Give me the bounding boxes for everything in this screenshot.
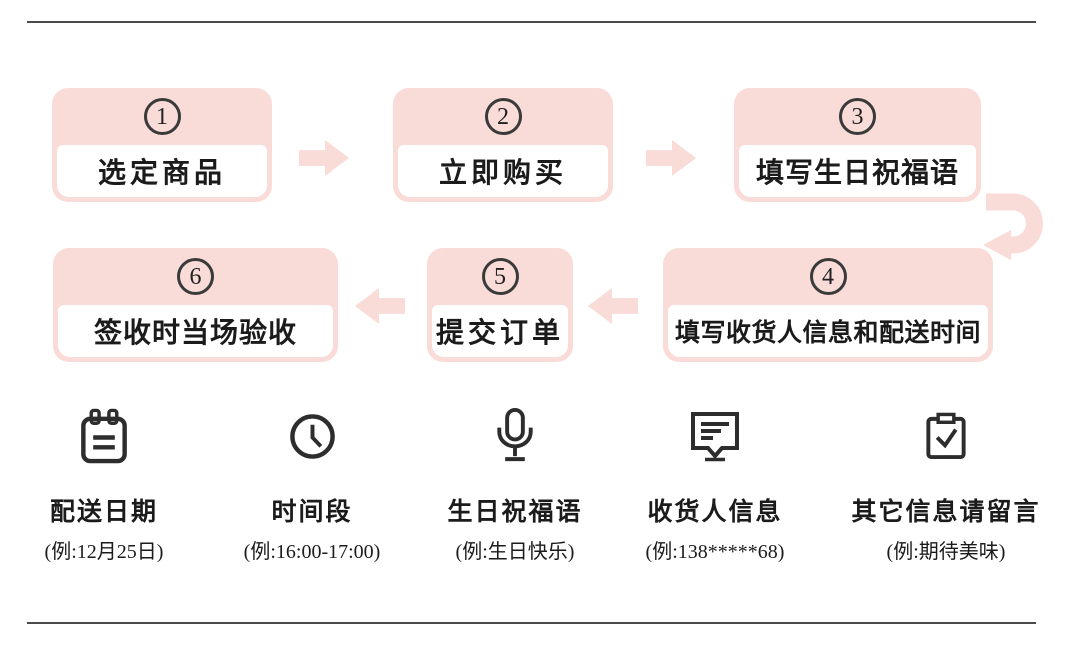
top-divider [27, 21, 1036, 23]
legend-item-birthday-greeting: 生日祝福语 (例:生日快乐) [417, 404, 613, 564]
legend-example: (例:138*****68) [645, 541, 785, 563]
step-header: 1 [52, 88, 272, 145]
flow-step-5: 5 提交订单 [427, 248, 573, 362]
legend-item-time-slot: 时间段 (例:16:00-17:00) [212, 404, 412, 564]
clipboard-check-icon [924, 404, 968, 468]
step-label: 立即购买 [398, 145, 608, 197]
step-label: 填写生日祝福语 [739, 145, 976, 197]
calendar-icon [79, 404, 129, 468]
step-number-badge: 4 [809, 258, 847, 295]
step-header: 5 [427, 248, 573, 305]
bottom-divider [27, 622, 1036, 624]
step-label: 填写收货人信息和配送时间 [668, 305, 988, 357]
flow-step-6: 6 签收时当场验收 [53, 248, 338, 362]
legend-label: 时间段 [271, 499, 353, 526]
step-label: 选定商品 [57, 145, 267, 197]
flow-step-3: 3 填写生日祝福语 [734, 88, 981, 202]
arrow-right-icon [646, 140, 696, 176]
step-number-badge: 5 [481, 258, 519, 295]
step-number-badge: 6 [177, 258, 214, 295]
legend-label: 生日祝福语 [447, 499, 583, 526]
step-number-badge: 1 [143, 98, 181, 135]
flow-step-2: 2 立即购买 [393, 88, 613, 202]
step-header: 3 [734, 88, 981, 145]
arrow-left-icon [355, 288, 405, 324]
step-header: 6 [53, 248, 338, 305]
flow-step-1: 1 选定商品 [52, 88, 272, 202]
clock-icon [288, 404, 337, 468]
message-icon [689, 404, 741, 468]
arrow-left-icon [588, 288, 638, 324]
legend-example: (例:16:00-17:00) [243, 541, 381, 563]
step-label: 提交订单 [432, 305, 568, 357]
legend-item-leave-message: 其它信息请留言 (例:期待美味) [827, 404, 1065, 564]
step-header: 4 [663, 248, 993, 305]
legend-item-recipient-info: 收货人信息 (例:138*****68) [617, 404, 813, 564]
step-header: 2 [393, 88, 613, 145]
u-turn-arrow-icon [983, 193, 1043, 260]
legend-item-delivery-date: 配送日期 (例:12月25日) [8, 404, 200, 564]
arrow-right-icon [299, 140, 349, 176]
legend-example: (例:期待美味) [886, 541, 1006, 563]
legend-example: (例:生日快乐) [455, 541, 575, 563]
microphone-icon [492, 404, 538, 468]
step-label: 签收时当场验收 [58, 305, 333, 357]
legend-label: 配送日期 [49, 499, 158, 526]
step-number-badge: 3 [839, 98, 876, 135]
legend-label: 其它信息请留言 [851, 499, 1041, 526]
legend-example: (例:12月25日) [44, 541, 164, 563]
step-number-badge: 2 [484, 98, 522, 135]
flow-step-4: 4 填写收货人信息和配送时间 [663, 248, 993, 362]
legend-label: 收货人信息 [647, 499, 783, 526]
